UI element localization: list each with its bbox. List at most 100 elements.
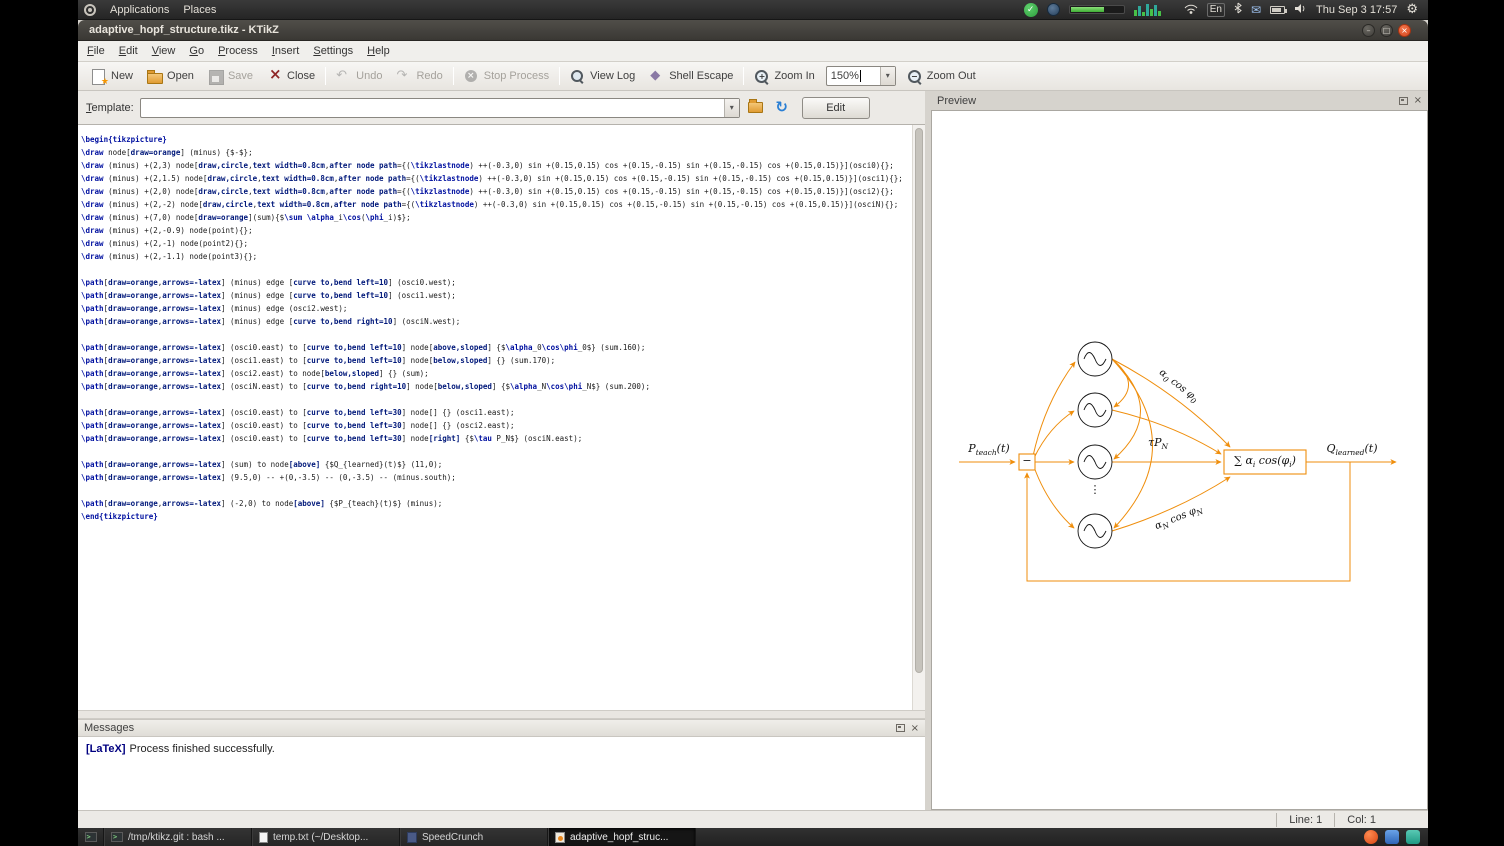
code-editor[interactable]: \begin{tikzpicture}\draw node[draw=orang… <box>78 124 925 710</box>
stop-icon <box>464 69 479 84</box>
code-line: \path[draw=orange,arrows=-latex] (minus)… <box>81 291 456 300</box>
tray-icon-1[interactable] <box>1364 830 1378 844</box>
toolbar-button-new[interactable]: New <box>84 64 140 88</box>
menu-go[interactable]: Go <box>189 45 205 57</box>
toolbar-button-close[interactable]: Close <box>260 64 322 88</box>
code-line: \path[draw=orange,arrows=-latex] (osci0.… <box>81 343 646 352</box>
close-file-icon <box>267 67 282 84</box>
chevron-down-icon[interactable]: ▾ <box>879 67 895 85</box>
toolbar-button-stop-process: Stop Process <box>457 64 556 88</box>
toolbar-button-zoom-in[interactable]: Zoom In <box>747 64 821 88</box>
system-load-histogram[interactable] <box>1133 3 1161 16</box>
ktikz-icon <box>555 831 565 843</box>
taskbar-button[interactable]: /tmp/ktikz.git : bash ... <box>104 828 252 846</box>
tray-icon-3[interactable] <box>1406 830 1420 844</box>
window-titlebar[interactable]: adaptive_hopf_structure.tikz - KTikZ – □… <box>78 20 1428 41</box>
show-desktop-button[interactable] <box>78 828 104 846</box>
keyboard-layout-indicator[interactable]: En <box>1206 2 1225 17</box>
toolbar-button-view-log[interactable]: View Log <box>563 64 642 88</box>
taskbar: /tmp/ktikz.git : bash ...temp.txt (~/Des… <box>78 828 1428 846</box>
text-file-icon <box>259 831 268 843</box>
zoom-level-combo[interactable]: 150% ▾ <box>825 66 896 86</box>
messages-title: Messages <box>84 722 135 734</box>
editor-messages-splitter[interactable] <box>78 710 925 719</box>
code-line: \path[draw=orange,arrows=-latex] (minus)… <box>81 278 456 287</box>
toolbar-button-zoom-out[interactable]: Zoom Out <box>900 64 983 88</box>
template-row: Template: ▾ ↻ Edit <box>78 91 925 124</box>
close-dock-icon[interactable]: × <box>910 722 919 734</box>
preview-title: Preview <box>937 94 977 107</box>
toolbar-label: Open <box>167 70 194 82</box>
menu-view[interactable]: View <box>151 45 176 57</box>
editor-vertical-scrollbar[interactable] <box>912 125 925 710</box>
toolbar-button-open[interactable]: Open <box>140 64 201 88</box>
code-line: \draw (minus) +(2,0) node[draw,circle,te… <box>81 187 894 196</box>
close-dock-icon[interactable]: × <box>1413 95 1422 106</box>
taskbar-button[interactable]: temp.txt (~/Desktop... <box>252 828 400 846</box>
editor-preview-splitter[interactable] <box>925 91 931 810</box>
code-line: \path[draw=orange,arrows=-latex] (osci0.… <box>81 421 515 430</box>
float-dock-icon[interactable] <box>895 724 905 732</box>
code-line: \end{tikzpicture} <box>81 512 158 521</box>
code-line: \path[draw=orange,arrows=-latex] (minus)… <box>81 304 348 313</box>
preview-dock-header: Preview × <box>931 91 1428 110</box>
network-globe-icon[interactable] <box>1046 3 1060 16</box>
mail-icon[interactable]: ✉ <box>1250 2 1261 17</box>
template-label: Template: <box>86 101 134 114</box>
toolbar-label: Undo <box>356 70 383 82</box>
menu-help[interactable]: Help <box>367 45 390 57</box>
text-caret <box>859 70 861 82</box>
redo-icon <box>396 68 411 84</box>
session-gear-icon[interactable]: ⚙ <box>1406 1 1418 17</box>
code-line: \draw (minus) +(2,-1.1) node(point3){}; <box>81 252 258 261</box>
code-line: \path[draw=orange,arrows=-latex] (sum) t… <box>81 460 443 469</box>
minimize-button[interactable]: – <box>1362 23 1375 37</box>
line-indicator: Line: 1 <box>1276 812 1334 827</box>
shell-escape-icon <box>649 68 664 84</box>
toolbar-button-shell-escape[interactable]: Shell Escape <box>642 64 740 88</box>
label-q-learned: Qlearned(t) <box>1326 442 1378 458</box>
minus-node <box>1018 453 1036 471</box>
wifi-icon[interactable] <box>1184 3 1198 17</box>
float-dock-icon[interactable] <box>1398 96 1408 105</box>
scrollbar-thumb[interactable] <box>915 128 923 673</box>
undo-icon <box>336 68 351 84</box>
task-buttons: /tmp/ktikz.git : bash ...temp.txt (~/Des… <box>104 828 696 846</box>
code-line: \path[draw=orange,arrows=-latex] (osci2.… <box>81 369 429 378</box>
label-minus-sign: − <box>1022 454 1032 467</box>
taskbar-button[interactable]: adaptive_hopf_struc... <box>548 828 696 846</box>
menu-edit[interactable]: Edit <box>118 45 138 57</box>
toolbar-label: View Log <box>590 70 636 82</box>
template-combo[interactable]: ▾ <box>139 97 740 118</box>
new-document-icon <box>91 68 109 87</box>
taskbar-button[interactable]: SpeedCrunch <box>400 828 548 846</box>
close-button[interactable]: × <box>1398 23 1411 37</box>
menu-settings[interactable]: Settings <box>313 45 354 57</box>
menu-file[interactable]: File <box>87 45 105 57</box>
terminal-icon <box>84 832 97 842</box>
open-folder-icon <box>147 69 164 84</box>
menu-process[interactable]: Process <box>218 45 258 57</box>
code-line <box>81 263 912 276</box>
label-sum: ∑ αi cos(φi) <box>1234 454 1296 470</box>
menu-insert[interactable]: Insert <box>271 45 300 57</box>
template-open-button[interactable] <box>746 98 766 118</box>
maximize-button[interactable]: □ <box>1380 23 1393 37</box>
places-menu[interactable]: Places <box>183 3 217 16</box>
battery-icon[interactable] <box>1270 5 1287 14</box>
applications-menu[interactable]: Applications <box>110 3 170 16</box>
volume-icon[interactable] <box>1294 3 1307 17</box>
updates-ok-icon[interactable] <box>1023 2 1038 17</box>
bluetooth-icon[interactable] <box>1234 2 1242 17</box>
clock[interactable]: Thu Sep 3 17:57 <box>1316 3 1398 16</box>
template-edit-button[interactable]: Edit <box>801 96 870 119</box>
messages-dock-header: Messages × <box>78 719 925 736</box>
tray-icon-2[interactable] <box>1385 830 1399 844</box>
view-log-icon <box>570 69 585 84</box>
toolbar-label: New <box>111 70 134 82</box>
template-reload-button[interactable]: ↻ <box>772 98 792 118</box>
chevron-down-icon[interactable]: ▾ <box>723 98 739 117</box>
toolbar-label: Save <box>227 70 254 82</box>
zoom-value: 150% <box>830 70 859 82</box>
progress-meter[interactable] <box>1068 5 1125 14</box>
